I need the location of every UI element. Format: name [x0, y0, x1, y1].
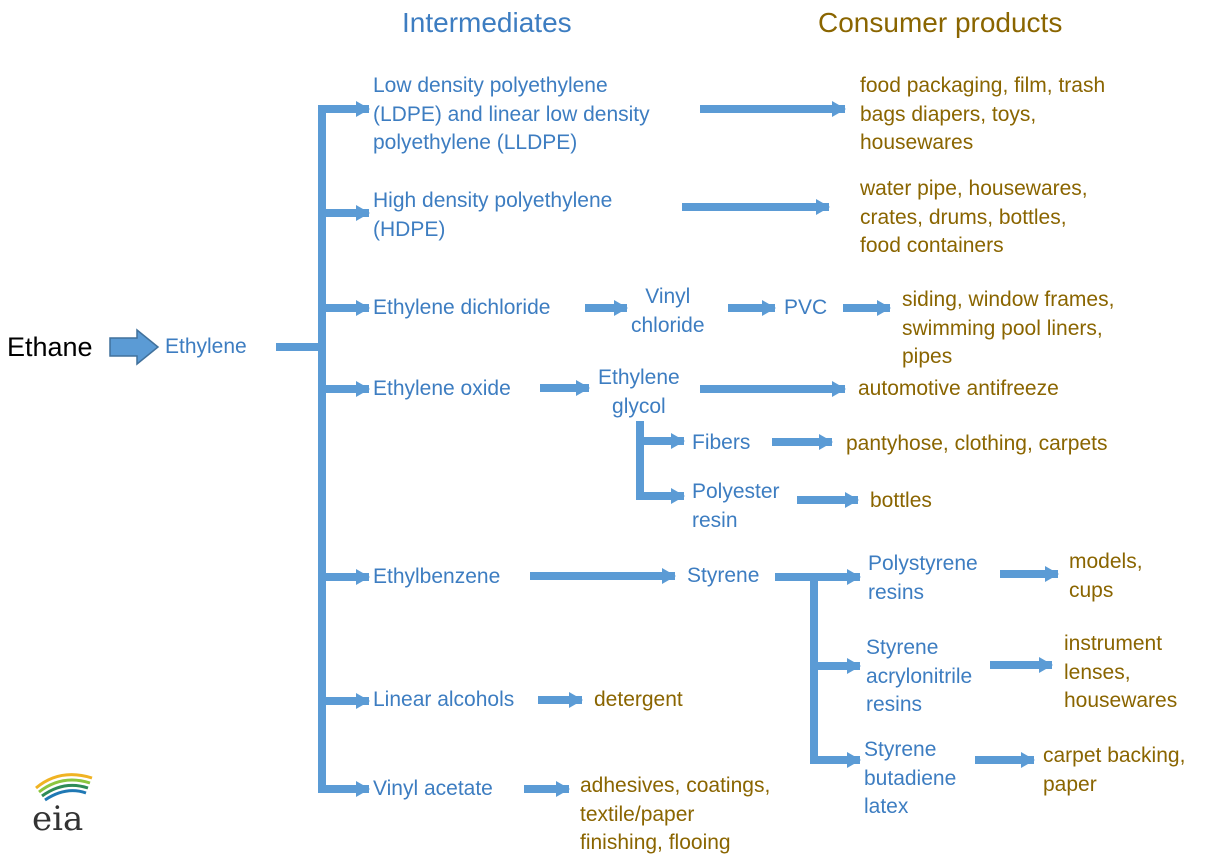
node-ethane: Ethane — [7, 332, 93, 362]
products-sb-latex: carpet backing, paper — [1043, 744, 1186, 796]
ethane-to-ethylene-arrow — [109, 328, 160, 366]
node-ldpe: Low density polyethylene (LDPE) and line… — [373, 74, 650, 154]
node-ethylbenzene: Ethylbenzene — [373, 565, 501, 588]
products-pvc: siding, window frames, swimming pool lin… — [902, 288, 1115, 368]
node-hdpe: High density polyethylene (HDPE) — [373, 189, 613, 241]
eia-logo: eia — [32, 773, 93, 834]
node-pvc: PVC — [784, 296, 828, 319]
node-polyester-resin: Polyester resin — [692, 480, 780, 532]
node-ethylene-oxide: Ethylene oxide — [373, 377, 511, 400]
node-polystyrene-resins: Polystyrene resins — [868, 552, 978, 604]
node-ethylene: Ethylene — [165, 335, 247, 358]
consumer-products-header: Consumer products — [818, 7, 1063, 38]
node-styrene: Styrene — [687, 564, 760, 587]
products-polystyrene: models, cups — [1069, 550, 1143, 602]
node-ethylene-glycol: Ethylene glycol — [598, 366, 680, 418]
eia-logo-text: eia — [32, 799, 83, 834]
node-fibers: Fibers — [692, 431, 751, 454]
products-san: instrument lenses, housewares — [1064, 632, 1178, 712]
node-linear-alcohols: Linear alcohols — [373, 688, 515, 711]
products-antifreeze: automotive antifreeze — [858, 377, 1059, 400]
node-san-resins: Styrene acrylonitrile resins — [866, 636, 973, 716]
intermediates-header: Intermediates — [402, 7, 572, 38]
products-ldpe: food packaging, film, trash bags diapers… — [860, 74, 1106, 154]
node-vinyl-chloride: Vinyl chloride — [631, 285, 705, 337]
products-linear-alcohols: detergent — [594, 688, 683, 711]
products-fibers: pantyhose, clothing, carpets — [846, 432, 1108, 455]
products-vinyl-acetate: adhesives, coatings, textile/paper finis… — [580, 774, 771, 854]
node-ethylene-dichloride: Ethylene dichloride — [373, 296, 551, 319]
products-polyester: bottles — [870, 489, 932, 512]
node-sb-latex: Styrene butadiene latex — [864, 738, 957, 818]
products-hdpe: water pipe, housewares, crates, drums, b… — [860, 177, 1088, 257]
node-vinyl-acetate: Vinyl acetate — [373, 777, 493, 800]
